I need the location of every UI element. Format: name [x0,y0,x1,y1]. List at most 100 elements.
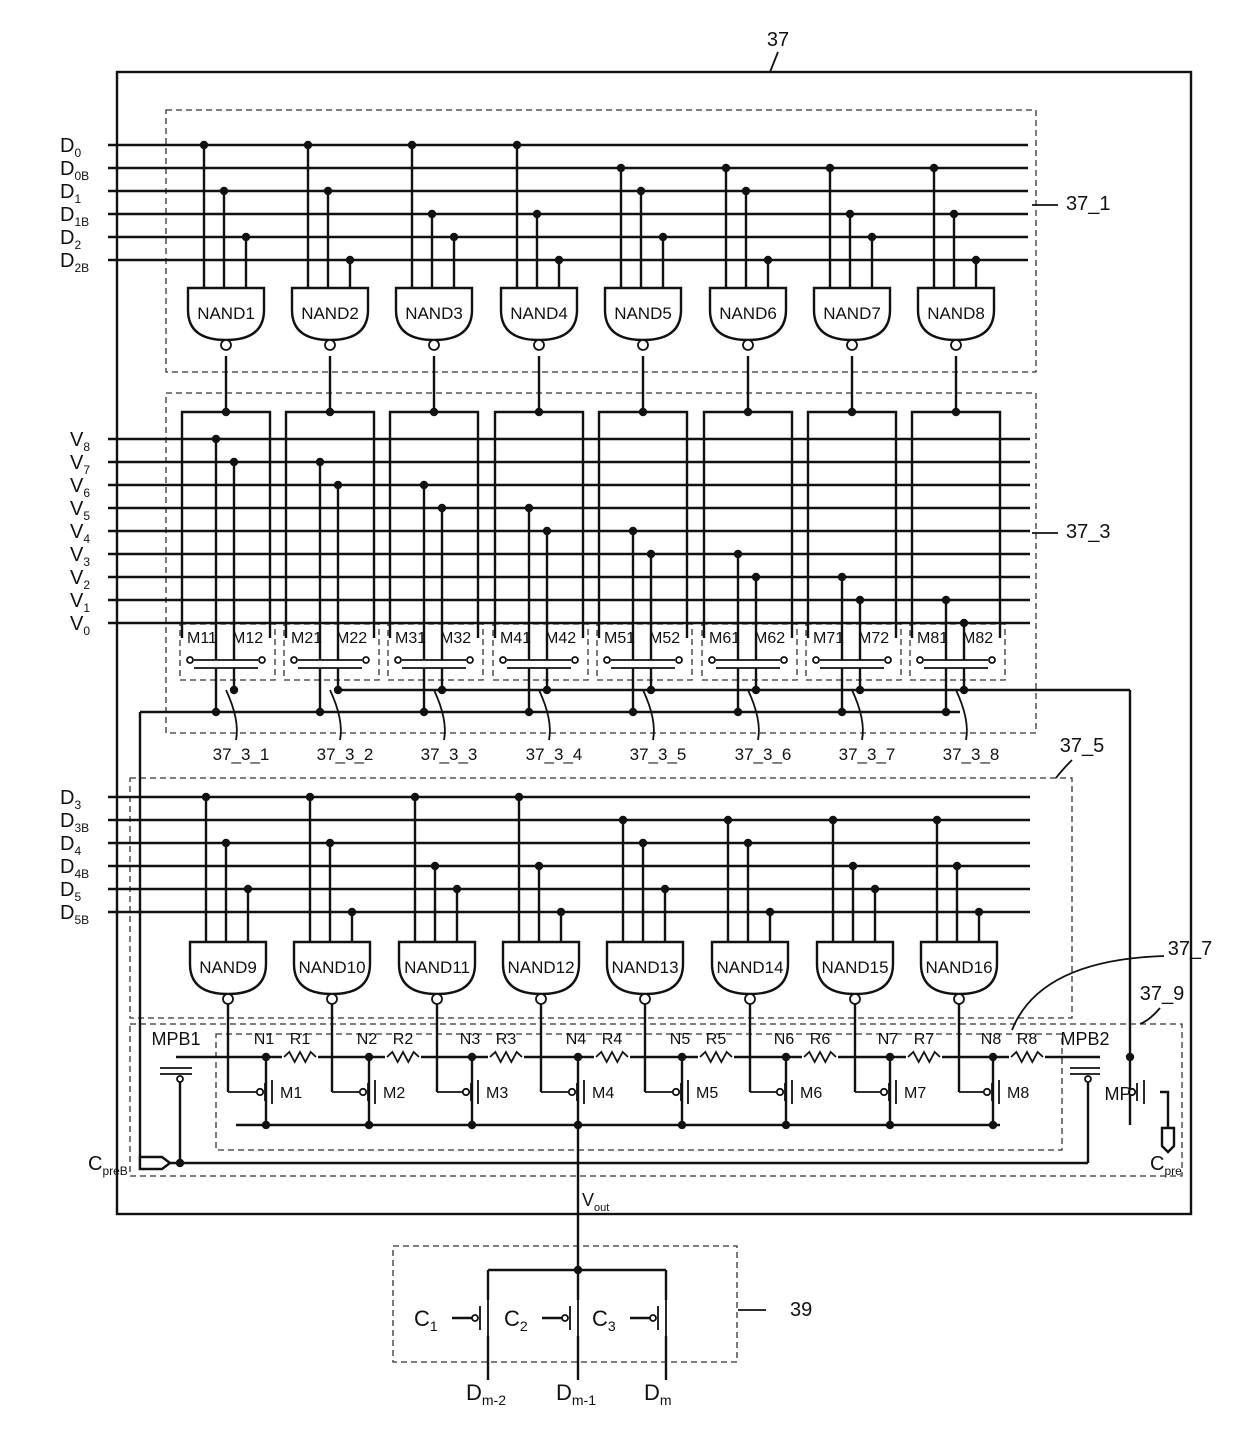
switch-label-M61: M61 [709,630,740,647]
label-subscript: 8 [83,440,90,454]
switch-label-M32: M32 [440,630,471,647]
chain-transistor-bubble [463,1089,469,1095]
label-subscript: 0 [83,624,90,638]
junction-dot [468,1053,476,1061]
output-switch-bubble [472,1315,478,1321]
label-subscript: 0B [74,169,89,183]
cpre-label: Cpre [1150,1153,1182,1178]
label-subscript: 2 [520,1318,528,1334]
leader-37_5 [1056,760,1072,778]
label-subscript: 0 [74,146,81,160]
switch-label-M72: M72 [858,630,889,647]
junction-dot [678,1121,686,1129]
junction-dot [365,1121,373,1129]
junction-dot [220,187,228,195]
block-label-37_1: 37_1 [1066,193,1111,215]
junction-dot [871,885,879,893]
label-subscript: 5 [74,890,81,904]
input-label-D4B: D4B [60,856,89,881]
switch-enable-wire [390,412,478,638]
junction-dot [346,256,354,264]
junction-dot [450,233,458,241]
label-main: D [60,787,74,809]
input-label-D2: D2 [60,227,81,252]
label-subscript: 3 [83,555,90,569]
label-main: V [70,613,84,635]
junction-dot [752,686,760,694]
junction-dot [316,708,324,716]
junction-dot [960,619,968,627]
junction-dot [629,527,637,535]
nand-gate-5: NAND5 [614,304,672,323]
nand-output-bubble [432,994,442,1004]
cell-label-37_3_5: 37_3_5 [630,745,687,764]
junction-dot [557,908,565,916]
block-label-37_9: 37_9 [1140,983,1185,1005]
label-subscript: out [594,1202,609,1214]
junction-dot [244,885,252,893]
input-label-D0: D0 [60,135,81,160]
junction-dot [453,885,461,893]
junction-dot [752,573,760,581]
label-main: D [466,1380,482,1405]
junction-dot [202,793,210,801]
chain-transistor-bubble [360,1089,366,1095]
switch-bubble [395,657,401,663]
label-main: V [70,521,84,543]
label-subscript: m-2 [482,1392,506,1408]
input-label-D1B: D1B [60,204,89,229]
node-label-N7: N7 [878,1031,899,1048]
resistor-label-R6: R6 [810,1031,831,1048]
switch-label-M21: M21 [291,630,322,647]
voltage-label-V0: V0 [70,613,90,638]
nand-gate-13: NAND13 [611,958,678,977]
block-37-1-frame [166,110,1036,372]
chain-transistor-label-M7: M7 [904,1085,926,1102]
label-main: V [70,567,84,589]
switch-enable-wire [182,412,270,638]
label-main: D [60,204,74,226]
switch-bubble [572,657,578,663]
cpreb-port [140,1157,170,1169]
junction-dot [960,686,968,694]
switch-label-M31: M31 [395,630,426,647]
junction-dot [766,908,774,916]
nand-output-bubble [847,340,857,350]
label-subscript: preB [102,1164,127,1178]
junction-dot [868,233,876,241]
nand-output-bubble [536,994,546,1004]
switch-bubble [259,657,265,663]
junction-dot [659,233,667,241]
chain-transistor-label-M6: M6 [800,1085,822,1102]
switch-label-M71: M71 [813,630,844,647]
nand-output-bubble [429,340,439,350]
switch-label-M12: M12 [232,630,263,647]
nand-gate-10: NAND10 [298,958,365,977]
junction-dot [619,816,627,824]
switch-enable-wire [704,412,792,638]
label-main: D [644,1380,660,1405]
node-label-N1: N1 [254,1031,275,1048]
nand-gate-1: NAND1 [197,304,255,323]
junction-dot [222,408,230,416]
label-main: C [414,1306,430,1331]
switch-bubble [781,657,787,663]
nand-gate-11: NAND11 [404,958,470,977]
junction-dot [661,885,669,893]
nand-output-bubble [534,340,544,350]
label-subscript: pre [1164,1164,1182,1178]
junction-dot [838,573,846,581]
output-switch-bubble [562,1315,568,1321]
nand-gate-14: NAND14 [716,958,783,977]
cell-label-37_3_7: 37_3_7 [839,745,896,764]
block-label-37_5: 37_5 [1060,735,1105,757]
label-main: V [582,1190,594,1210]
label-main: D [556,1380,572,1405]
junction-dot [348,908,356,916]
junction-dot [533,210,541,218]
junction-dot [262,1121,270,1129]
junction-dot [953,862,961,870]
junction-dot [950,210,958,218]
junction-dot [428,210,436,218]
junction-dot [230,458,238,466]
